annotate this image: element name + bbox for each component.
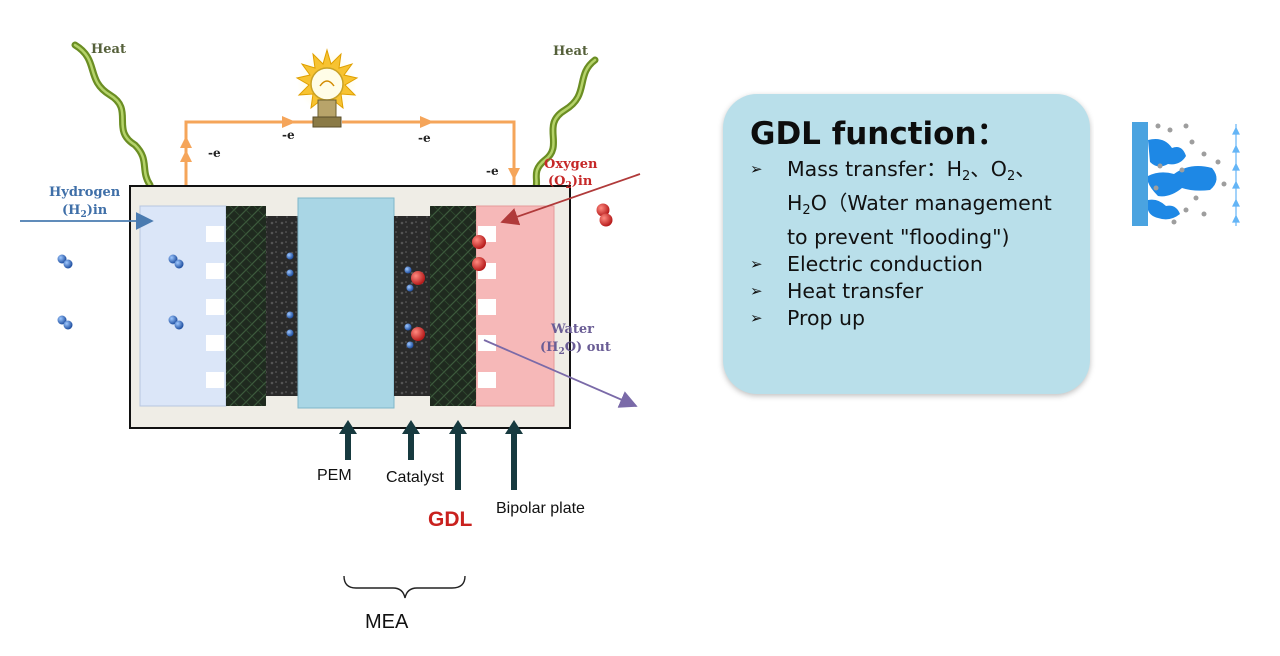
water-out-label-line2: (H2O) out: [540, 340, 611, 357]
arrow-bullet-icon: ➢: [750, 255, 763, 273]
pem-membrane: [297, 197, 395, 409]
electron-label-2: -e: [282, 128, 295, 142]
hydrogen-molecules: [57, 252, 414, 349]
list-item-electric-conduction: ➢ Electric conduction: [750, 252, 983, 276]
external-circuit: [180, 116, 520, 186]
hydrogen-in-label-line2: (H2)in: [62, 203, 108, 220]
list-item-mass-transfer: ➢ Mass transfer：H2、O2、H2O（Water manageme…: [750, 157, 1052, 249]
oxygen-in-label-line1: Oxygen: [544, 157, 598, 172]
light-bulb-icon: [295, 48, 359, 128]
anode-channel-slots: [206, 226, 224, 388]
gdl-water-inset-illustration: [1094, 118, 1244, 230]
oxygen-molecules: [411, 203, 613, 341]
electron-label-1: -e: [208, 146, 221, 160]
heat-wave-right-icon: [531, 56, 599, 194]
pem-label: PEM: [317, 467, 352, 484]
cathode-channel-slots: [478, 226, 496, 388]
gdl-function-title: GDL function：: [750, 116, 1008, 152]
oxygen-in-label-line2: (O2)in: [548, 174, 593, 191]
water-out-label-line1: Water: [550, 322, 594, 337]
anode-catalyst-layer: [266, 216, 298, 396]
list-item-heat-transfer: ➢ Heat transfer: [750, 279, 924, 303]
list-item-prop-up: ➢ Prop up: [750, 306, 866, 330]
water-out-arrow: [483, 339, 638, 408]
oxygen-in-arrow: [500, 173, 641, 226]
bipolar-plate-label: Bipolar plate: [496, 500, 585, 517]
arrow-bullet-icon: ➢: [750, 309, 763, 327]
anode-gdl-layer: [226, 206, 266, 406]
arrow-bullet-icon: ➢: [750, 282, 763, 300]
catalyst-label: Catalyst: [386, 469, 444, 486]
fuel-cell-diagram: Heat Heat -e -e -e -e: [20, 41, 641, 633]
arrow-bullet-icon: ➢: [750, 160, 763, 178]
electron-label-4: -e: [486, 164, 499, 178]
cathode-catalyst-layer: [394, 216, 430, 396]
electron-label-3: -e: [418, 131, 431, 145]
heat-right-label: Heat: [553, 44, 588, 59]
gdl-label: GDL: [428, 508, 473, 531]
hydrogen-in-label-line1: Hydrogen: [49, 185, 121, 200]
mea-label: MEA: [365, 611, 409, 633]
heat-wave-left-icon: [71, 41, 154, 189]
cathode-gdl-layer: [430, 206, 476, 406]
component-pointer-arrows: [339, 420, 523, 490]
heat-left-label: Heat: [91, 42, 126, 57]
gdl-function-list: ➢ Mass transfer：H2、O2、H2O（Water manageme…: [750, 156, 1070, 332]
gdl-function-card: GDL function： ➢ Mass transfer：H2、O2、H2O（…: [723, 94, 1090, 394]
mea-brace: [343, 575, 466, 599]
